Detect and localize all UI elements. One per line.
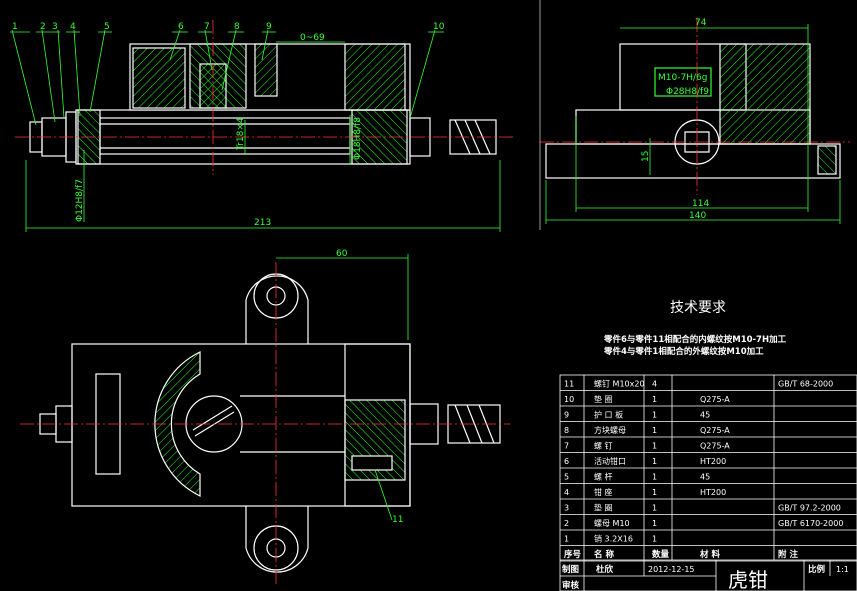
- bom-cell-qty: 4: [652, 380, 657, 389]
- dim-front-travel: 0~69: [300, 33, 325, 43]
- bom-cell-qty: 1: [652, 411, 657, 420]
- bom-cell-no: 11: [564, 380, 574, 389]
- bom-cell-std: GB/T 68-2000: [778, 380, 833, 389]
- requirements-heading: 技术要求: [670, 300, 726, 316]
- bom-cell-name: 垫 圈: [594, 394, 613, 404]
- bom-cell-qty: 1: [652, 426, 657, 435]
- bom-cell-mat: 材 料: [699, 549, 720, 560]
- bom-cell-name: 螺钉 M10x20: [594, 379, 645, 389]
- balloon-5: 5: [104, 22, 110, 32]
- bom-cell-qty: 1: [652, 488, 657, 497]
- dim-side-top: 74: [695, 18, 707, 28]
- dim-side-thread1: M10-7H/6g: [658, 73, 707, 83]
- bom-cell-mat: HT200: [700, 488, 726, 497]
- balloon-10: 10: [433, 22, 445, 32]
- dim-front-overall: 213: [254, 218, 271, 228]
- side-view: [545, 43, 841, 179]
- balloon-3: 3: [52, 22, 58, 32]
- check-label: 审核: [562, 580, 580, 591]
- dim-side-height: 15: [641, 151, 651, 162]
- bom-cell-name: 螺 杆: [594, 472, 613, 482]
- bom-cell-no: 5: [564, 473, 569, 482]
- bom-cell-name: 销 3.2X16: [594, 534, 633, 544]
- bom-cell-qty: 1: [652, 473, 657, 482]
- bom-cell-std: 附 注: [778, 549, 798, 560]
- bom-cell-no: 7: [564, 442, 569, 451]
- scale-value: 1:1: [836, 565, 849, 574]
- bom-cell-qty: 数量: [652, 549, 670, 560]
- bom-cell-no: 3: [564, 504, 569, 513]
- bom-cell-qty: 1: [652, 457, 657, 466]
- bom-cell-mat: 45: [700, 473, 710, 482]
- bom-cell-name: 名 称: [594, 549, 614, 560]
- drawn-by: 杜欣: [596, 564, 614, 575]
- bom-cell-mat: HT200: [700, 457, 726, 466]
- bom-cell-mat: Q275-A: [700, 395, 730, 404]
- bom-cell-name: 钳 座: [594, 487, 613, 497]
- bom-cell-no: 2: [564, 519, 569, 528]
- bom-cell-mat: Q275-A: [700, 442, 730, 451]
- side-dimensions: [545, 24, 841, 224]
- dim-front-fit-left: Φ12H8/f7: [75, 179, 85, 222]
- bom-cell-no: 9: [564, 411, 569, 420]
- dim-side-thread2: Φ28H8/f9: [666, 87, 709, 97]
- dim-side-inner: 114: [692, 199, 709, 209]
- bom-cell-no: 8: [564, 426, 569, 435]
- bom-cell-name: 活动钳口: [594, 456, 626, 466]
- dim-side-overall: 140: [689, 211, 706, 221]
- balloon-8: 8: [234, 22, 240, 32]
- balloon-11: 11: [392, 515, 403, 525]
- balloon-1: 1: [12, 22, 18, 32]
- bom-cell-name: 方块螺母: [594, 425, 626, 435]
- drawing-title: 虎钳: [728, 568, 768, 591]
- bom-cell-std: GB/T 6170-2000: [778, 519, 843, 528]
- requirements-line-2: 零件4与零件1相配合的外螺纹按M10加工: [603, 346, 764, 357]
- bom-cell-no: 1: [564, 535, 569, 544]
- balloon-6: 6: [178, 22, 184, 32]
- dim-top-width: 60: [336, 249, 348, 259]
- part-leaders: [10, 29, 444, 126]
- bom-cell-name: 垫 圈: [594, 503, 613, 513]
- drawn-label: 制图: [562, 564, 579, 575]
- bom-cell-mat: Q275-A: [700, 426, 730, 435]
- bom-cell-name: 护 口 板: [594, 410, 623, 420]
- bom-cell-qty: 1: [652, 535, 657, 544]
- front-dimensions: [25, 41, 501, 232]
- balloon-9: 9: [266, 22, 272, 32]
- drawing-date: 2012-12-15: [648, 565, 695, 574]
- dim-front-fit-right: Φ18H8/f8: [353, 117, 363, 160]
- bom-cell-qty: 1: [652, 519, 657, 528]
- requirements-line-1: 零件6与零件11相配合的内螺纹按M10-7H加工: [603, 334, 787, 345]
- bom-cell-qty: 1: [652, 395, 657, 404]
- bom-cell-no: 10: [564, 395, 574, 404]
- balloon-4: 4: [70, 22, 76, 32]
- bom-cell-name: 螺母 M10: [594, 518, 630, 528]
- bom-cell-no: 序号: [563, 549, 582, 560]
- bom-cell-qty: 1: [652, 504, 657, 513]
- front-section-view: [29, 43, 497, 165]
- bom-cell-std: GB/T 97.2-2000: [778, 504, 841, 513]
- balloon-7: 7: [204, 22, 210, 32]
- bom-cell-no: 4: [564, 488, 569, 497]
- bom-cell-qty: 1: [652, 442, 657, 451]
- title-block: [560, 559, 857, 591]
- top-dimensions: [276, 254, 409, 521]
- scale-label: 比例: [808, 564, 826, 575]
- bom-cell-name: 螺 钉: [594, 441, 613, 451]
- top-view: [39, 273, 501, 573]
- bom-cell-no: 6: [564, 457, 569, 466]
- dim-front-thread: Tr18×4: [236, 117, 246, 151]
- bom-cell-mat: 45: [700, 411, 710, 420]
- balloon-2: 2: [40, 22, 46, 32]
